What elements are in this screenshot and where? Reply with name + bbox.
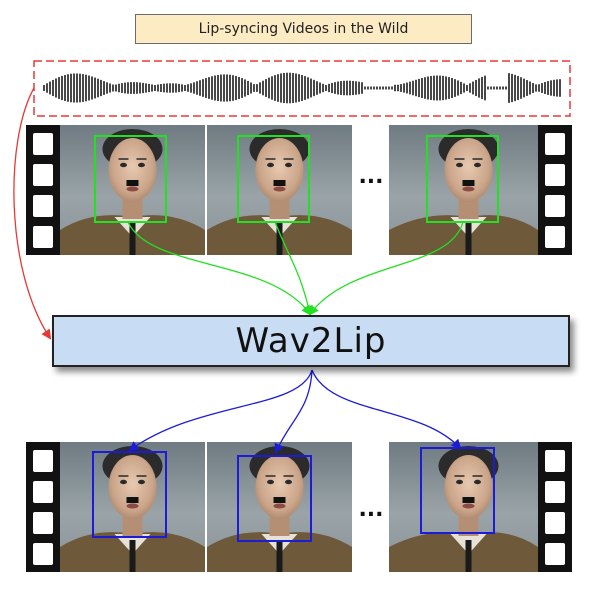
- film-hole: [33, 133, 53, 155]
- input-arrow-1: [127, 221, 312, 316]
- film-hole: [545, 450, 565, 472]
- film-hole: [545, 512, 565, 534]
- title-box: Lip-syncing Videos in the Wild: [135, 14, 472, 44]
- title-text: Lip-syncing Videos in the Wild: [198, 21, 409, 37]
- output-arrow-2: [274, 369, 313, 454]
- model-label: Wav2Lip: [235, 321, 387, 361]
- output-arrow-1: [128, 369, 313, 452]
- film-hole: [545, 481, 565, 503]
- film-hole: [545, 133, 565, 155]
- wav2lip-model-box: Wav2Lip: [52, 315, 570, 367]
- film-hole: [545, 195, 565, 217]
- film-strip-input: [26, 125, 572, 255]
- video-frame: [60, 442, 205, 572]
- film-hole: [33, 512, 53, 534]
- film-hole: [545, 164, 565, 186]
- film-hole: [33, 195, 53, 217]
- film-strip-output: [26, 442, 572, 572]
- film-hole: [33, 450, 53, 472]
- video-frame: [60, 125, 205, 255]
- audio-waveform-icon: [43, 72, 561, 104]
- ellipsis-top: ...: [358, 164, 383, 189]
- film-hole: [33, 226, 53, 248]
- film-hole: [33, 543, 53, 565]
- input-arrow-2: [274, 221, 314, 316]
- film-hole: [33, 164, 53, 186]
- face-bounding-box: [92, 451, 167, 538]
- video-frame: [207, 125, 352, 255]
- film-hole: [545, 226, 565, 248]
- face-bounding-box: [94, 135, 167, 223]
- face-bounding-box: [237, 135, 310, 223]
- ellipsis-bottom: ...: [358, 497, 383, 522]
- video-frame: [389, 125, 538, 255]
- face-bounding-box: [237, 455, 312, 542]
- video-frame: [207, 442, 352, 572]
- video-frame: [389, 442, 538, 572]
- film-hole: [545, 543, 565, 565]
- film-hole: [33, 481, 53, 503]
- input-arrow-3: [308, 221, 464, 316]
- audio-arrow: [13, 87, 52, 340]
- output-arrow-3: [311, 369, 462, 450]
